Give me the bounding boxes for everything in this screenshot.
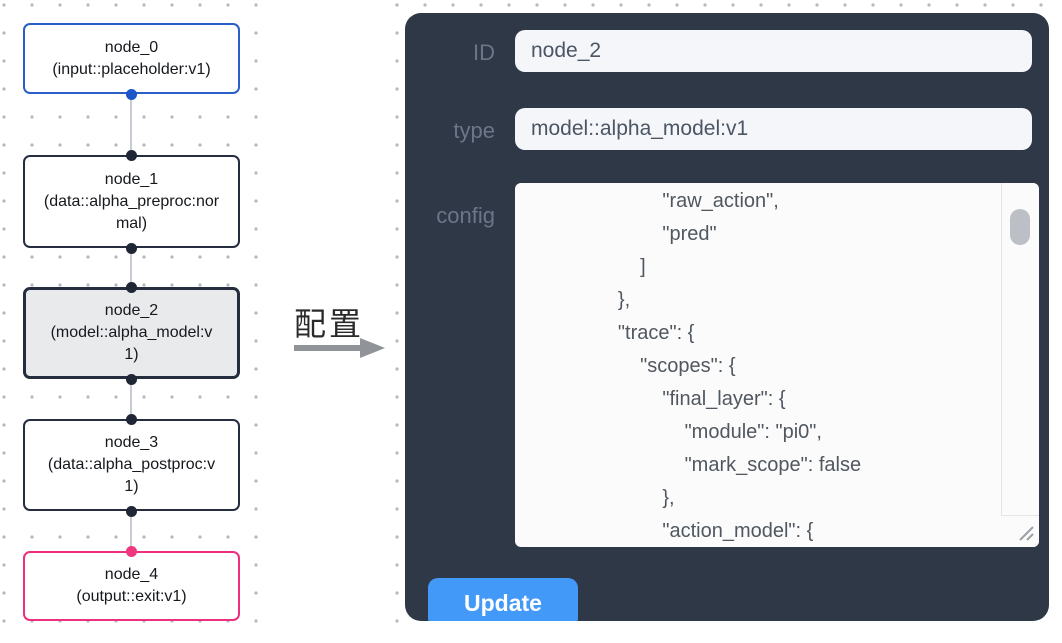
node-title: node_0 (104, 38, 159, 56)
connector-handle[interactable] (126, 282, 137, 293)
node-subtitle: (data::alpha_postproc:v1) (47, 456, 216, 495)
scrollbar-thumb[interactable] (1010, 209, 1030, 245)
type-input[interactable] (515, 108, 1032, 150)
update-button[interactable]: Update (428, 578, 578, 621)
flow-edge (130, 94, 132, 155)
flow-node-node_0[interactable]: node_0 (input::placeholder:v1) (23, 23, 240, 94)
connector-handle[interactable] (126, 546, 137, 557)
flow-edge (130, 379, 132, 419)
config-field-label: config (436, 203, 495, 228)
flow-edge (130, 511, 132, 551)
canvas-dots (393, 0, 406, 627)
node-config-panel: ID type config "raw_action", "pred" ] },… (405, 13, 1049, 621)
node-subtitle: (output::exit:v1) (76, 588, 187, 605)
connector-handle[interactable] (126, 414, 137, 425)
flow-edge (130, 248, 132, 287)
type-field-label: type (453, 118, 495, 143)
arrow-right-icon (294, 338, 385, 358)
config-json-text[interactable]: "raw_action", "pred" ] }, "trace": { "sc… (617, 190, 862, 542)
transition-label: 配置 (294, 306, 365, 342)
connector-handle[interactable] (126, 150, 137, 161)
textarea-corner (1001, 515, 1039, 547)
flow-node-node_3[interactable]: node_3 (data::alpha_postproc:v1) (23, 419, 240, 511)
connector-handle[interactable] (126, 243, 137, 254)
node-subtitle: (model::alpha_model:v1) (50, 324, 213, 363)
node-title: node_4 (104, 566, 159, 583)
flow-node-node_4[interactable]: node_4 (output::exit:v1) (23, 551, 240, 621)
scrollbar-track[interactable] (1001, 183, 1039, 547)
id-field-label: ID (473, 40, 495, 65)
connector-handle[interactable] (126, 506, 137, 517)
node-title: node_3 (104, 434, 159, 451)
connector-handle[interactable] (126, 89, 137, 100)
flow-node-node_1[interactable]: node_1 (data::alpha_preproc:normal) (23, 155, 240, 248)
resize-grip-icon[interactable] (1016, 525, 1034, 541)
config-textarea[interactable]: "raw_action", "pred" ] }, "trace": { "sc… (515, 183, 1039, 547)
connector-handle[interactable] (126, 374, 137, 385)
node-title: node_2 (104, 302, 159, 319)
node-subtitle: (input::placeholder:v1) (52, 60, 211, 78)
node-title: node_1 (104, 170, 159, 188)
flow-node-node_2-selected[interactable]: node_2 (model::alpha_model:v1) (23, 287, 240, 379)
node-subtitle: (data::alpha_preproc:normal) (43, 192, 220, 232)
id-input[interactable] (515, 30, 1032, 72)
canvas-dots (393, 0, 1062, 16)
